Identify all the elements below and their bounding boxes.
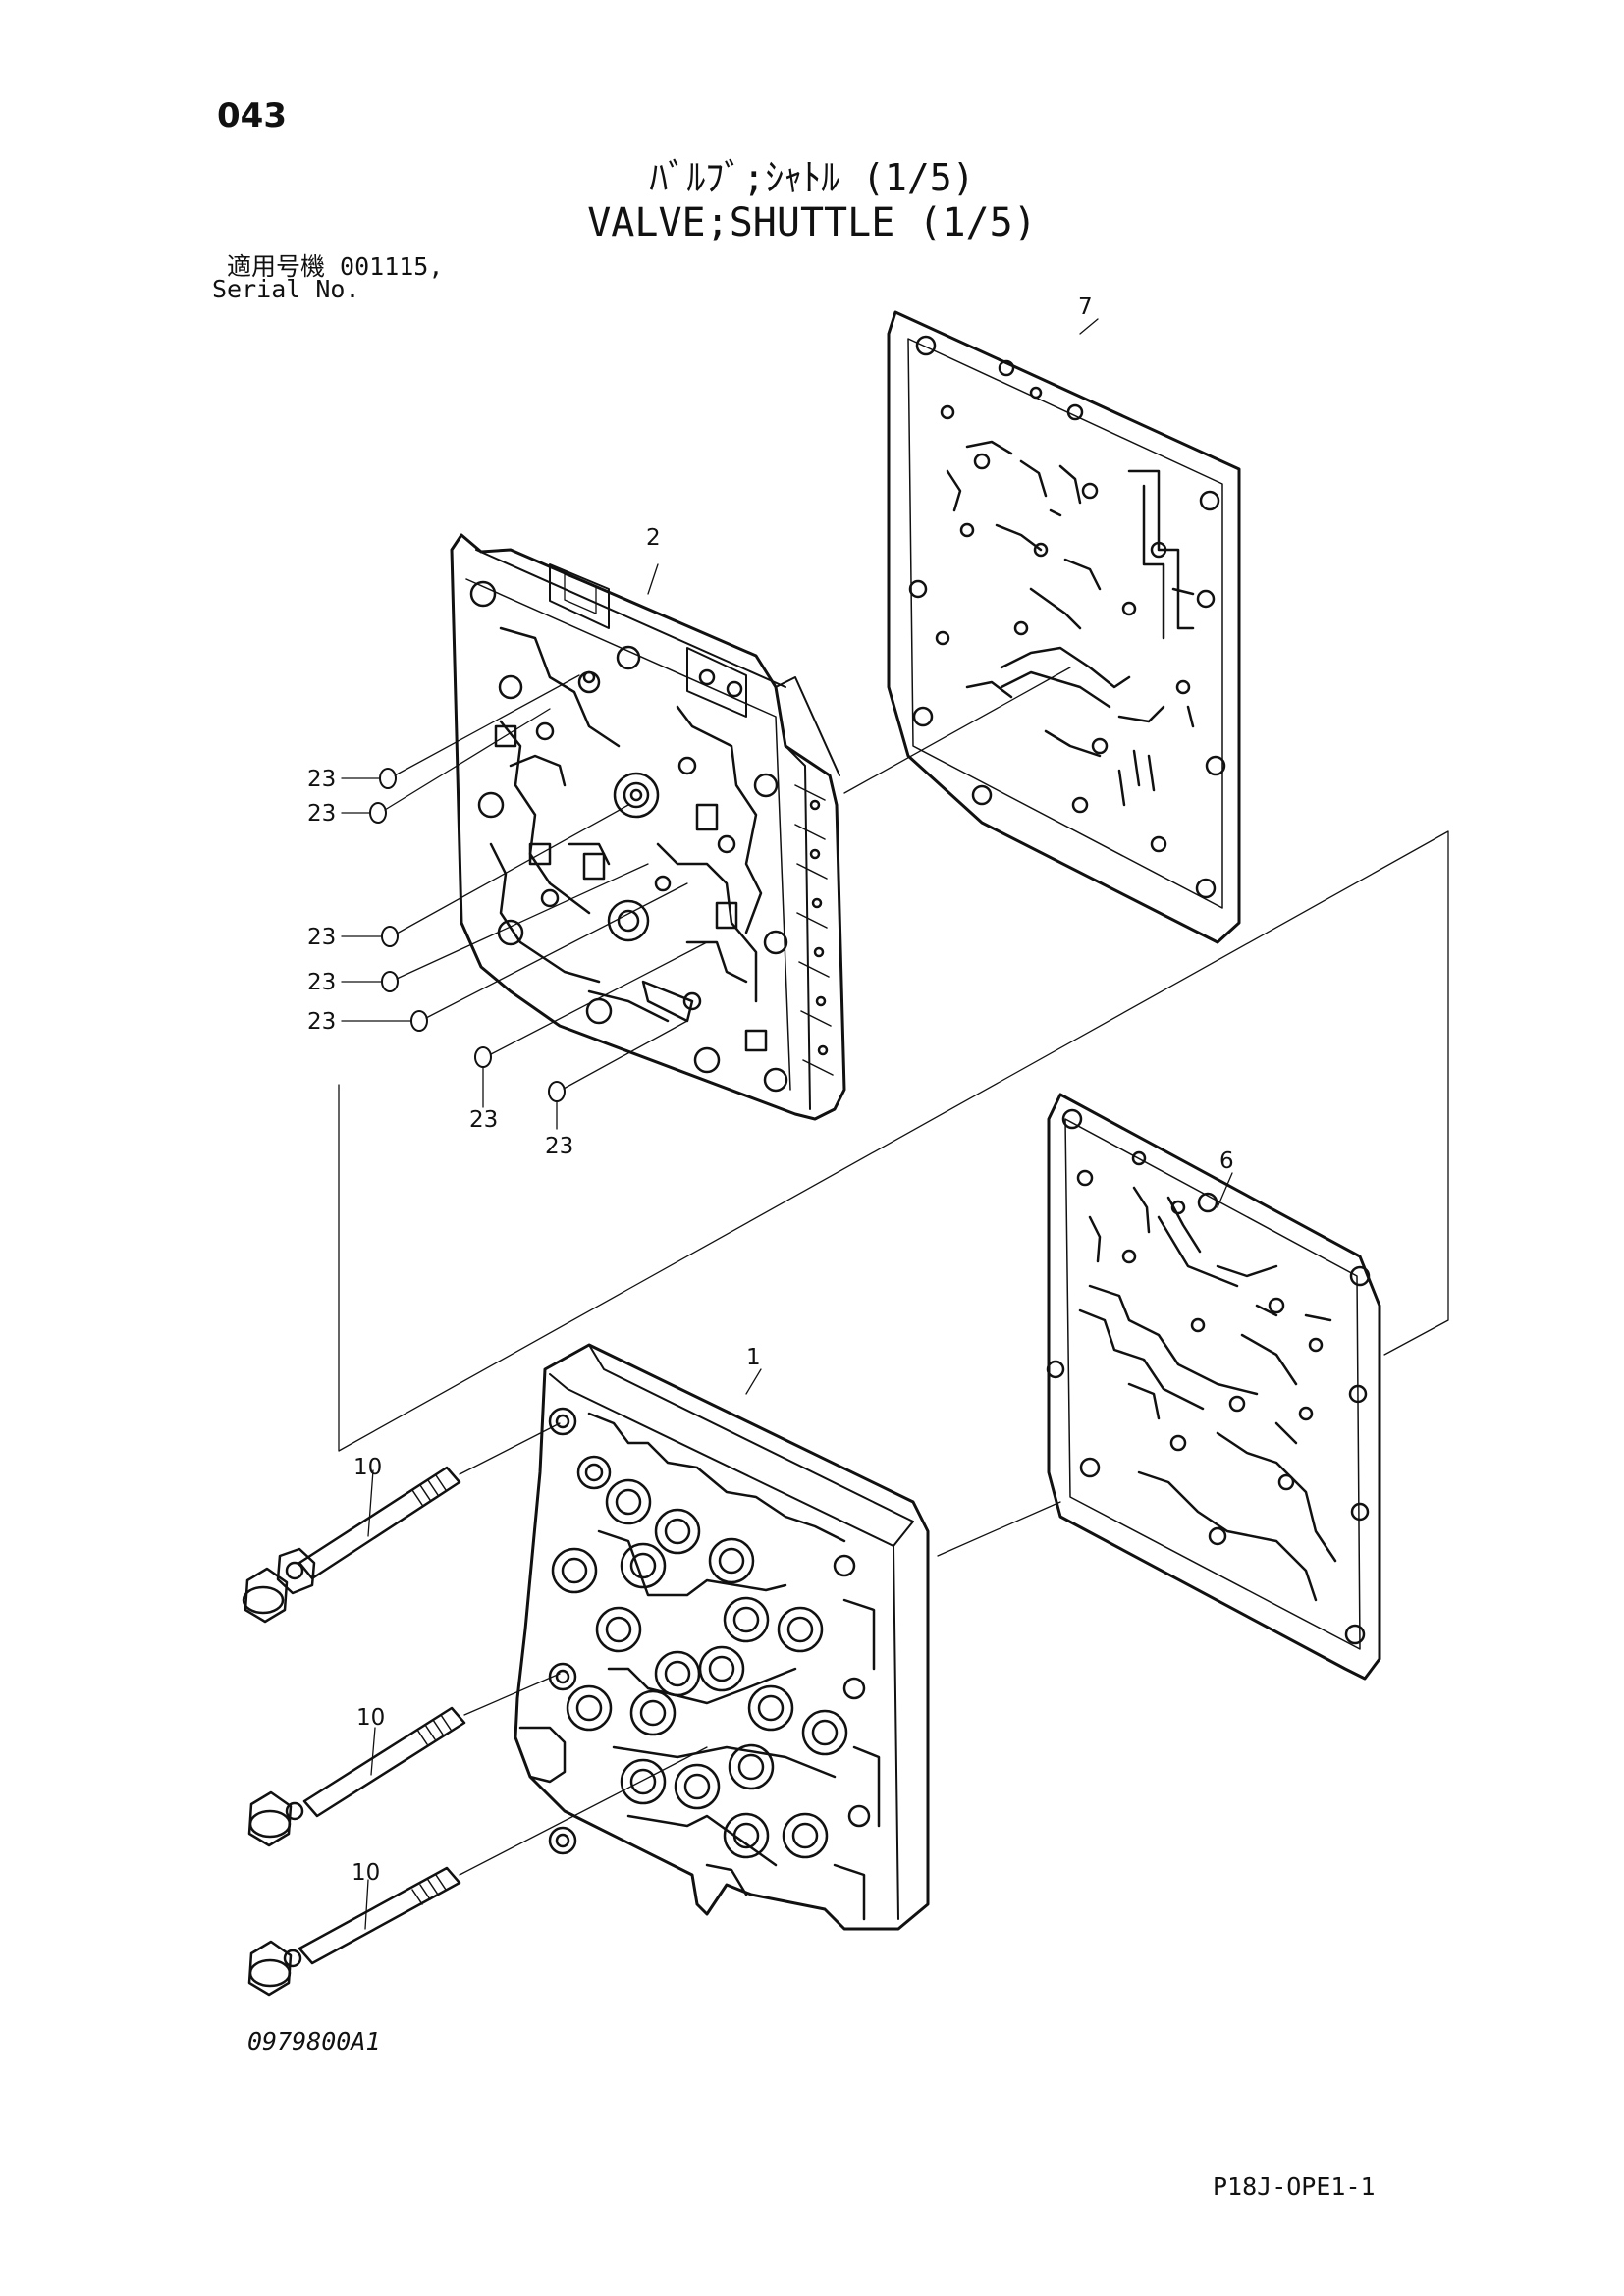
serial-label-japanese: 適用号機 001115, (227, 252, 444, 281)
page-code: P18J-OPE1-1 (1213, 2172, 1376, 2201)
valve-body-2 (450, 533, 846, 1121)
serial-label-english: Serial No. (212, 275, 360, 303)
callout-23-c: 23 (307, 925, 336, 950)
figure-code: 0979800A1 (247, 2027, 381, 2056)
callout-2: 2 (646, 525, 661, 551)
callout-23-a: 23 (307, 767, 336, 792)
bolt-10-b (247, 1706, 466, 1847)
callout-23-b: 23 (307, 801, 336, 827)
callout-7: 7 (1078, 294, 1093, 320)
title-english: VALVE;SHUTTLE (1/5) (587, 200, 1037, 245)
assembly-guide-lines (338, 318, 1449, 1930)
callout-10-a: 10 (353, 1455, 382, 1480)
page-number: 043 (217, 96, 287, 135)
callout-23-f: 23 (469, 1107, 498, 1133)
bolt-10-a (242, 1466, 461, 1624)
callout-10-c: 10 (352, 1860, 380, 1886)
gasket-plate-6 (1046, 1093, 1381, 1681)
callout-1: 1 (746, 1345, 761, 1370)
bolt-10-c (247, 1866, 461, 1997)
valve-body-1 (514, 1343, 930, 1931)
callout-23-e: 23 (307, 1009, 336, 1035)
title-japanese: ﾊﾞﾙﾌﾞ;ｼｬﾄﾙ (1/5) (649, 156, 975, 199)
callout-23-d: 23 (307, 970, 336, 995)
gasket-plate-7 (887, 310, 1241, 944)
callout-6: 6 (1219, 1148, 1234, 1174)
callout-23-g: 23 (545, 1134, 573, 1159)
callout-10-b: 10 (356, 1705, 385, 1731)
